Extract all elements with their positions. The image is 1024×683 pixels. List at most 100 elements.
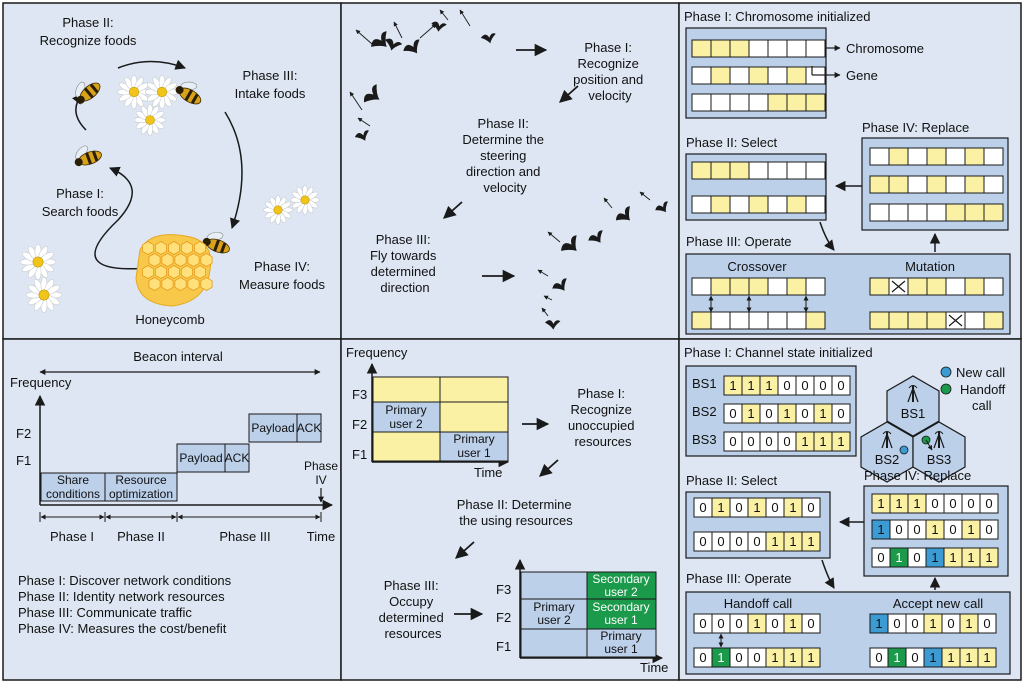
f1-label-3: F1 (496, 639, 511, 654)
channel-bit-value: 1 (877, 496, 884, 511)
payload-text-1: Payload (179, 451, 222, 465)
channel-bit-value: 0 (807, 616, 814, 631)
channel-bit-value: 0 (807, 500, 814, 515)
time-axis-label-2: Time (640, 660, 668, 675)
ga-replace-title: Phase IV: Replace (862, 120, 969, 135)
gene-cell (729, 311, 750, 330)
gene-cell (907, 175, 928, 194)
gene-cell (805, 161, 826, 180)
panel-genetic-algorithm: Phase I: Chromosome initialized Chromoso… (684, 9, 1011, 335)
channel-bit-value: 1 (949, 550, 956, 565)
channel-operate-title: Phase III: Operate (686, 571, 792, 586)
channel-bit-value: 0 (931, 496, 938, 511)
gene-cell (729, 39, 750, 58)
channel-bit-value: 1 (729, 378, 736, 393)
channel-bit-value: 0 (801, 378, 808, 393)
bee-icon (74, 81, 230, 254)
channel-bit-value: 1 (747, 406, 754, 421)
gene-cell (907, 311, 928, 330)
channel-bit-value: 1 (895, 550, 902, 565)
ga-operate-title: Phase III: Operate (686, 234, 792, 249)
ack-text-1: ACK (225, 451, 250, 465)
beacon-interval-label: Beacon interval (133, 349, 223, 364)
channel-bit-cell (977, 647, 997, 668)
gene-cell (691, 161, 712, 180)
bee-phase3-label: Phase III:Intake foods (235, 68, 306, 101)
gene-cell (767, 93, 788, 112)
gene-cell (767, 311, 788, 330)
gene-cell (748, 93, 769, 112)
channel-bit-value: 0 (837, 378, 844, 393)
channel-bit-value: 0 (699, 616, 706, 631)
crossover-label: Crossover (727, 259, 787, 274)
honeycomb-label: Honeycomb (135, 312, 204, 327)
channel-bit-cell (801, 531, 821, 552)
channel-bit-value: 0 (771, 616, 778, 631)
channel-bit-value: 1 (753, 500, 760, 515)
bs-label: BS2 (875, 452, 900, 467)
channel-bit-value: 0 (911, 616, 918, 631)
gene-cell (748, 161, 769, 180)
channel-bit-value: 0 (949, 522, 956, 537)
frequency-axis-label: Frequency (10, 375, 72, 390)
gene-cell (748, 311, 769, 330)
channel-bit-value: 1 (931, 550, 938, 565)
gene-cell (710, 66, 731, 85)
channel-bit-value: 0 (747, 434, 754, 449)
bs-label: BS1 (901, 406, 926, 421)
channel-bit-value: 1 (753, 616, 760, 631)
channel-bit-value: 1 (877, 522, 884, 537)
gene-cell (729, 161, 750, 180)
channel-bit-value: 0 (913, 522, 920, 537)
gene-cell (691, 39, 712, 58)
resource-optimization-block (104, 472, 178, 502)
flower-icon (19, 74, 321, 314)
channel-bit-value: 0 (717, 616, 724, 631)
timeline-phase2: Phase II (117, 529, 165, 544)
f2-label: F2 (16, 426, 31, 441)
bs-label: BS3 (927, 452, 952, 467)
gene-cell (691, 311, 712, 330)
gene-cell (805, 93, 826, 112)
payload-text-2: Payload (251, 421, 294, 435)
channel-bit-value: 0 (875, 650, 882, 665)
channel-bit-value: 0 (699, 534, 706, 549)
bird-phase2-label: Phase II: Determine the steering directi… (462, 116, 547, 195)
channel-bit-value: 1 (967, 550, 974, 565)
gene-cell (945, 147, 966, 166)
gene-cell (691, 93, 712, 112)
channel-bit-value: 1 (965, 650, 972, 665)
channel-bit-value: 1 (929, 650, 936, 665)
channel-bit-value: 1 (789, 616, 796, 631)
channel-bit-value: 1 (807, 650, 814, 665)
channel-bit-value: 1 (819, 434, 826, 449)
gene-cell (748, 66, 769, 85)
gene-cell (888, 175, 909, 194)
channel-bit-cell (801, 497, 821, 518)
channel-bit-value: 0 (819, 378, 826, 393)
bs1-label: BS1 (692, 376, 717, 391)
channel-bit-value: 0 (913, 550, 920, 565)
time-axis-label-1: Time (474, 465, 502, 480)
gene-cell (945, 203, 966, 222)
channel-bit-value: 1 (807, 534, 814, 549)
gene-cell (945, 277, 966, 296)
gene-cell (767, 161, 788, 180)
channel-bit-value: 0 (729, 406, 736, 421)
channel-bit-value: 0 (765, 434, 772, 449)
timeline-time-label: Time (307, 529, 335, 544)
channel-bit-value: 0 (911, 650, 918, 665)
channel-phase1-title: Phase I: Channel state initialized (684, 345, 873, 360)
gene-cell (786, 311, 807, 330)
gene-cell (767, 39, 788, 58)
channel-bit-value: 0 (771, 500, 778, 515)
channel-bit-value: 0 (729, 434, 736, 449)
gene-cell (691, 277, 712, 296)
